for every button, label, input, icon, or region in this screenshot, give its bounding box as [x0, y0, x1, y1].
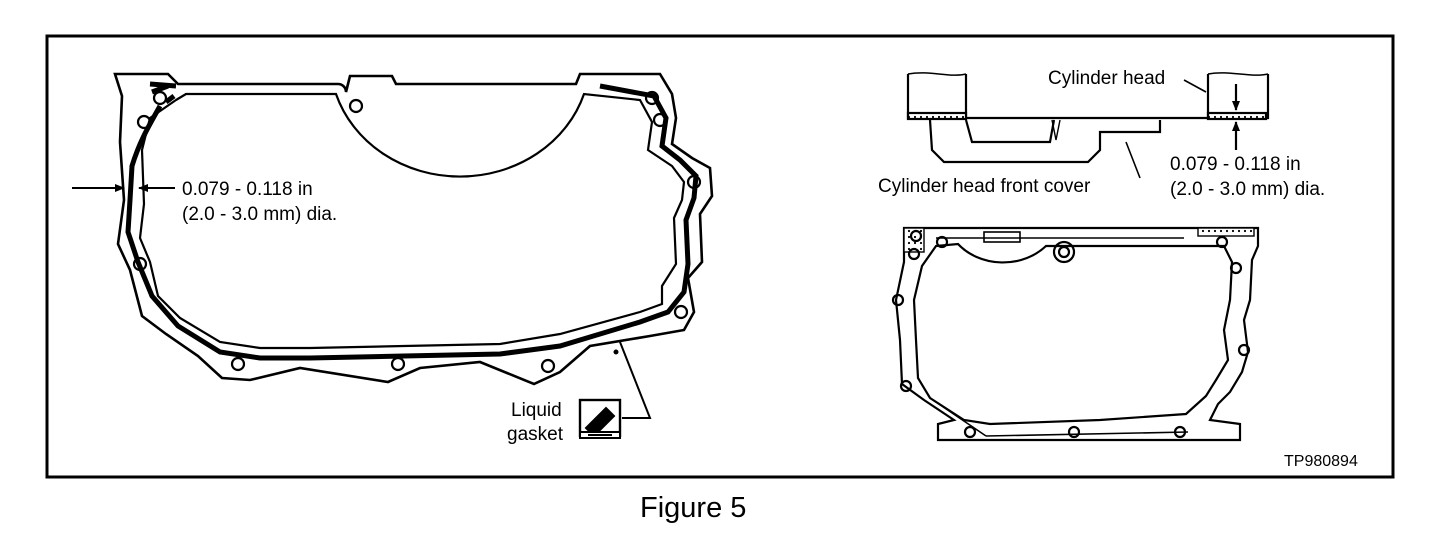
- bead-size-label-right-line2: (2.0 - 3.0 mm) dia.: [1170, 179, 1325, 200]
- cylinder-head-left: [906, 74, 968, 120]
- liquid-gasket-tube-icon: [578, 398, 622, 439]
- cover-elevation-inner: [912, 242, 1234, 426]
- cross-section-view: [906, 72, 1270, 179]
- liquid-gasket-label-line2: gasket: [507, 424, 564, 445]
- bead-size-label-left-line1: 0.079 - 0.118 in: [182, 179, 313, 200]
- front-cover-section: [928, 119, 1162, 164]
- cylinder-head-right: [1206, 74, 1270, 120]
- bead-size-label-right-line1: 0.079 - 0.118 in: [1170, 154, 1301, 175]
- cover-elevation-outline: [894, 226, 1260, 442]
- figure-code: TP980894: [1284, 453, 1358, 470]
- front-cover-left-view: [113, 72, 714, 386]
- figure-caption: Figure 5: [640, 492, 746, 524]
- cylinder-head-label: Cylinder head: [1048, 68, 1165, 89]
- liquid-gasket-leader: [619, 341, 652, 419]
- front-cover-right-view: [891, 226, 1260, 442]
- figure-frame: [45, 34, 1395, 479]
- bead-size-label-left-line2: (2.0 - 3.0 mm) dia.: [182, 204, 337, 225]
- cover-inner-outline: [138, 92, 686, 350]
- liquid-gasket-bead: [125, 81, 699, 361]
- liquid-gasket-label-line1: Liquid: [511, 400, 562, 421]
- front-cover-label: Cylinder head front cover: [878, 176, 1091, 197]
- cover-outline: [113, 72, 714, 386]
